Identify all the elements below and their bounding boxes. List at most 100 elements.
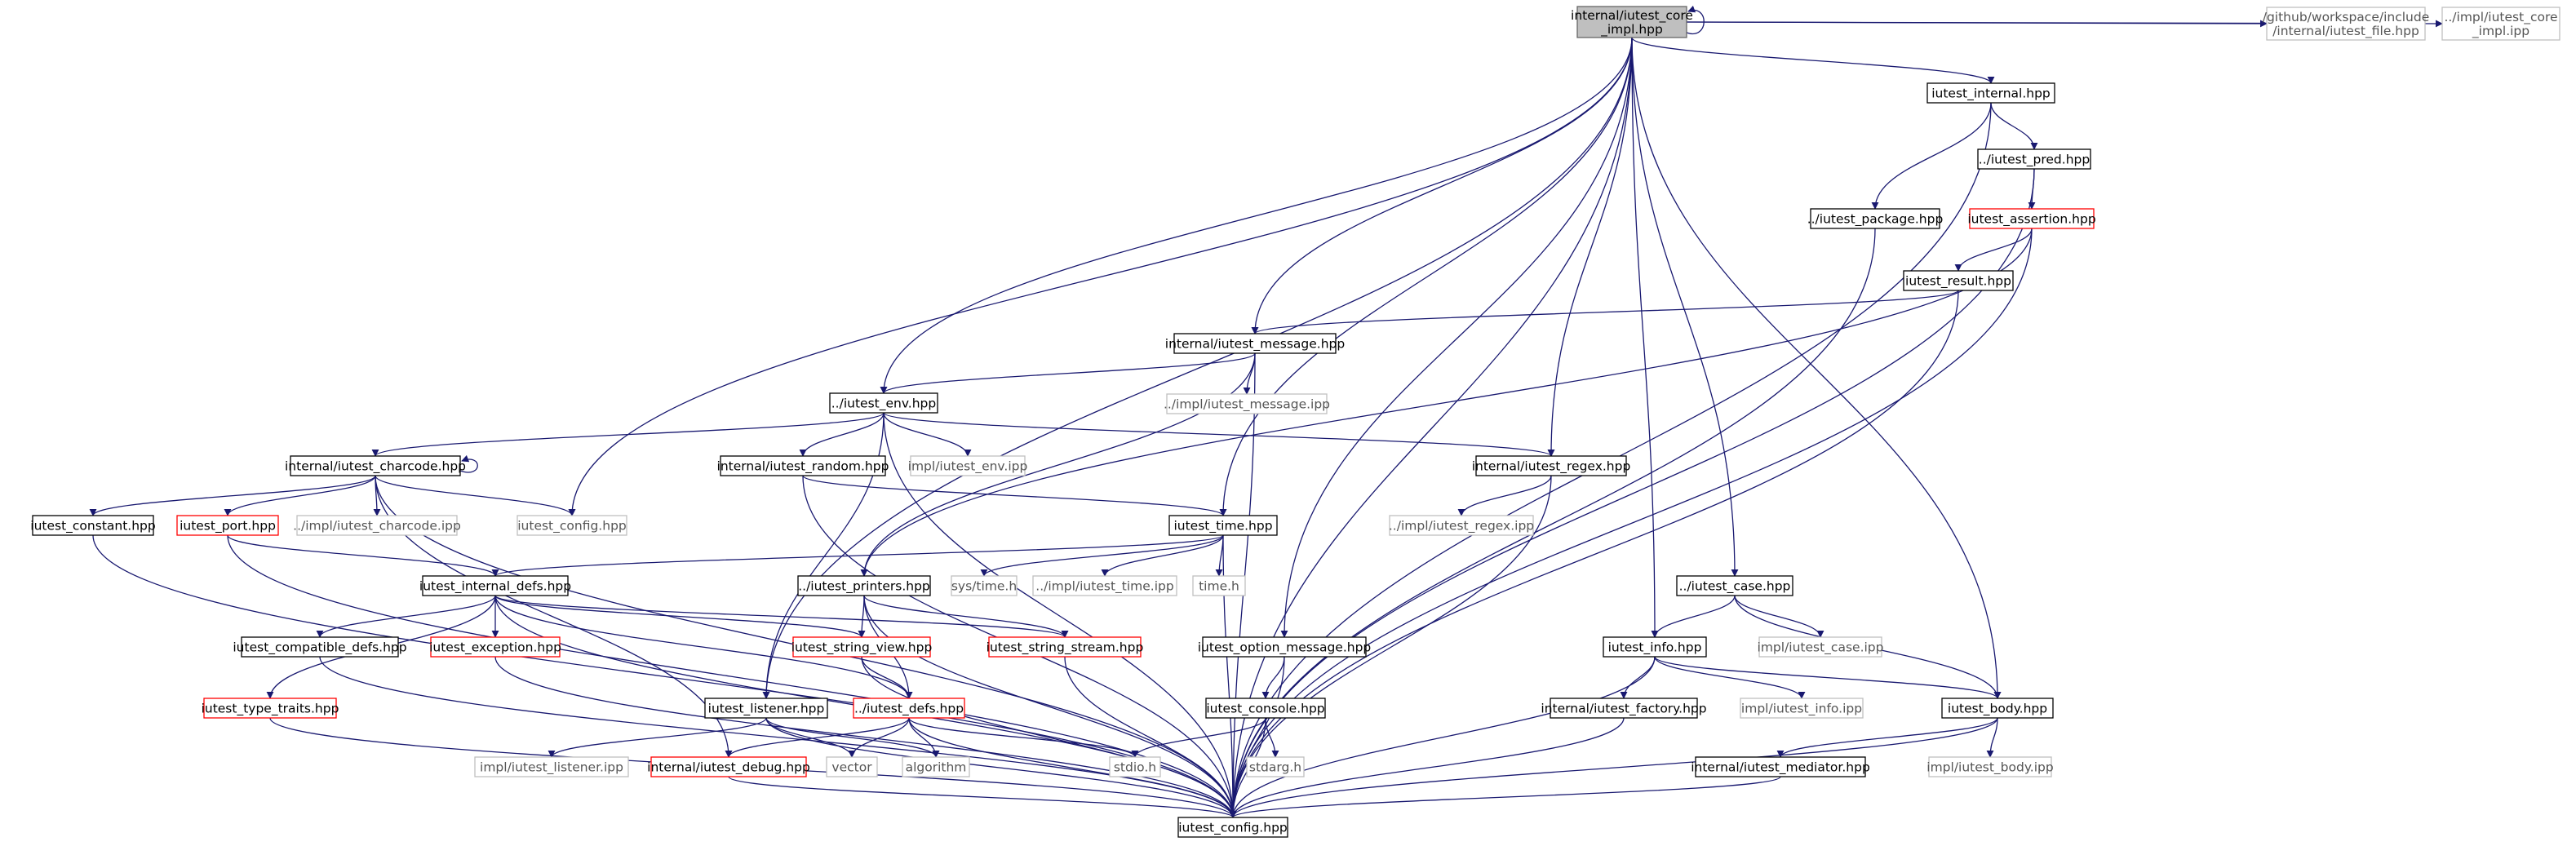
edge-root-to-iutest_internal <box>1631 37 1995 84</box>
edge-random-to-time <box>802 475 1227 516</box>
node-constant[interactable]: iutest_constant.hpp <box>30 515 156 536</box>
node-console[interactable]: iutest_console.hpp <box>1205 698 1326 719</box>
node-body[interactable]: iutest_body.hpp <box>1941 698 2054 719</box>
node-box <box>1550 698 1698 719</box>
node-box <box>1810 208 1940 229</box>
edge-console-to-stdio <box>1131 717 1266 758</box>
node-string_stream[interactable]: iutest_string_stream.hpp <box>987 636 1144 658</box>
node-label: ../iutest_env.hpp <box>831 396 936 412</box>
node-label: vector <box>831 760 872 775</box>
node-config_bottom[interactable]: iutest_config.hpp <box>1177 817 1288 838</box>
node-box <box>704 698 828 719</box>
node-root[interactable]: internal/iutest_core_impl.hpp <box>1571 6 1693 38</box>
edge-message-to-printers <box>860 352 1256 577</box>
node-label: /internal/iutest_file.hpp <box>2272 24 2419 39</box>
node-pred[interactable]: ../iutest_pred.hpp <box>1977 148 2091 170</box>
edge-string_view-to-defs <box>861 656 913 699</box>
node-sys_time: sys/time.h <box>951 575 1018 596</box>
node-box <box>1603 636 1707 658</box>
node-label: impl/iutest_info.ipp <box>1741 702 1862 717</box>
node-box <box>1192 575 1246 596</box>
node-label: iutest_compatible_defs.hpp <box>233 640 406 656</box>
node-box <box>1109 756 1161 777</box>
node-port[interactable]: iutest_port.hpp <box>176 515 279 536</box>
edge-internal_defs-to-defs <box>494 595 913 699</box>
edge-debug-to-config_bottom <box>728 776 1237 818</box>
node-box <box>1576 6 1687 38</box>
edge-assertion-to-printers <box>860 228 2033 577</box>
edge-listener-to-config_bottom <box>765 717 1237 818</box>
edge-string_stream-to-config_bottom <box>1064 656 1237 818</box>
node-internal_defs[interactable]: iutest_internal_defs.hpp <box>419 575 571 596</box>
node-message[interactable]: internal/iutest_message.hpp <box>1165 333 1345 354</box>
edge-result-to-config_bottom <box>1229 290 1959 818</box>
node-mediator[interactable]: internal/iutest_mediator.hpp <box>1691 756 1870 777</box>
node-time[interactable]: iutest_time.hpp <box>1168 515 1278 536</box>
node-box <box>792 636 931 658</box>
node-case[interactable]: ../iutest_case.hpp <box>1676 575 1793 596</box>
node-result[interactable]: iutest_result.hpp <box>1903 270 2014 291</box>
node-time_h: time.h <box>1192 575 1246 596</box>
node-label: internal/iutest_mediator.hpp <box>1691 760 1870 776</box>
node-type_traits[interactable]: iutest_type_traits.hpp <box>202 698 339 719</box>
node-box <box>720 455 886 476</box>
node-info[interactable]: iutest_info.hpp <box>1603 636 1707 658</box>
edge-root-to-env <box>880 37 1633 394</box>
node-label: iutest_result.hpp <box>1905 274 2011 290</box>
node-label: iutest_config.hpp <box>1178 821 1288 836</box>
edge-charcode-to-charcode <box>459 454 478 473</box>
node-assertion[interactable]: iutest_assertion.hpp <box>1967 208 2096 229</box>
node-box <box>1389 515 1534 536</box>
node-box <box>797 575 931 596</box>
node-box <box>1205 698 1326 719</box>
node-label: impl/iutest_env.ipp <box>908 459 1028 475</box>
node-printers[interactable]: ../iutest_printers.hpp <box>797 575 931 596</box>
node-label: impl/iutest_case.ipp <box>1758 640 1884 656</box>
node-debug[interactable]: internal/iutest_debug.hpp <box>647 756 810 777</box>
node-label: _impl.hpp <box>1600 22 1663 38</box>
node-exception[interactable]: iutest_exception.hpp <box>429 636 561 658</box>
edge-option_message-to-config_bottom <box>1229 656 1285 818</box>
edge-listener-to-algorithm <box>765 717 940 758</box>
node-compatible_defs[interactable]: iutest_compatible_defs.hpp <box>233 636 407 658</box>
node-regex[interactable]: internal/iutest_regex.hpp <box>1472 455 1631 476</box>
node-impl_listener_ipp: impl/iutest_listener.ipp <box>474 756 629 777</box>
node-label: iutest_type_traits.hpp <box>202 702 339 717</box>
node-charcode[interactable]: internal/iutest_charcode.hpp <box>285 455 466 476</box>
edge-env-to-impl_env_ipp <box>883 412 972 457</box>
node-string_view[interactable]: iutest_string_view.hpp <box>791 636 933 658</box>
edge-iutest_internal-to-pred <box>1990 102 2038 150</box>
node-box <box>517 515 627 536</box>
node-label: iutest_config.hpp <box>517 519 627 534</box>
edge-info-to-impl_info_ipp <box>1654 656 1806 699</box>
node-option_message[interactable]: iutest_option_message.hpp <box>1198 636 1372 658</box>
node-box <box>1903 270 2014 291</box>
node-iutest_internal[interactable]: iutest_internal.hpp <box>1926 82 2055 104</box>
node-label: ../iutest_package.hpp <box>1807 212 1944 228</box>
edge-body-to-impl_body_ipp <box>1986 717 1998 758</box>
edge-internal_defs-to-string_stream <box>494 595 1069 638</box>
edge-root-to-listener <box>762 37 1633 699</box>
node-box <box>650 756 807 777</box>
node-listener[interactable]: iutest_listener.hpp <box>704 698 828 719</box>
node-box <box>988 636 1142 658</box>
node-label: ../impl/iutest_time.ipp <box>1035 579 1173 595</box>
node-factory[interactable]: internal/iutest_factory.hpp <box>1541 698 1707 719</box>
node-label: impl/iutest_body.ipp <box>1926 760 2053 776</box>
node-github_file: /github/workspace/include/internal/iutes… <box>2263 7 2429 41</box>
node-box <box>826 756 878 777</box>
node-label: internal/iutest_message.hpp <box>1165 337 1345 352</box>
edge-info-to-body <box>1654 656 2002 699</box>
node-package[interactable]: ../iutest_package.hpp <box>1807 208 1944 229</box>
node-box <box>1758 636 1882 658</box>
node-label: ../iutest_case.hpp <box>1679 579 1791 595</box>
edge-root-to-option_message <box>1280 37 1633 638</box>
node-defs[interactable]: ../iutest_defs.hpp <box>853 698 965 719</box>
edge-root-to-body <box>1631 37 2002 699</box>
edge-result-to-message <box>1251 290 1959 334</box>
node-random[interactable]: internal/iutest_random.hpp <box>717 455 889 476</box>
edge-time-to-sys_time <box>980 534 1224 577</box>
node-box <box>2441 7 2560 41</box>
node-env[interactable]: ../iutest_env.hpp <box>829 392 938 414</box>
node-box <box>203 698 337 719</box>
